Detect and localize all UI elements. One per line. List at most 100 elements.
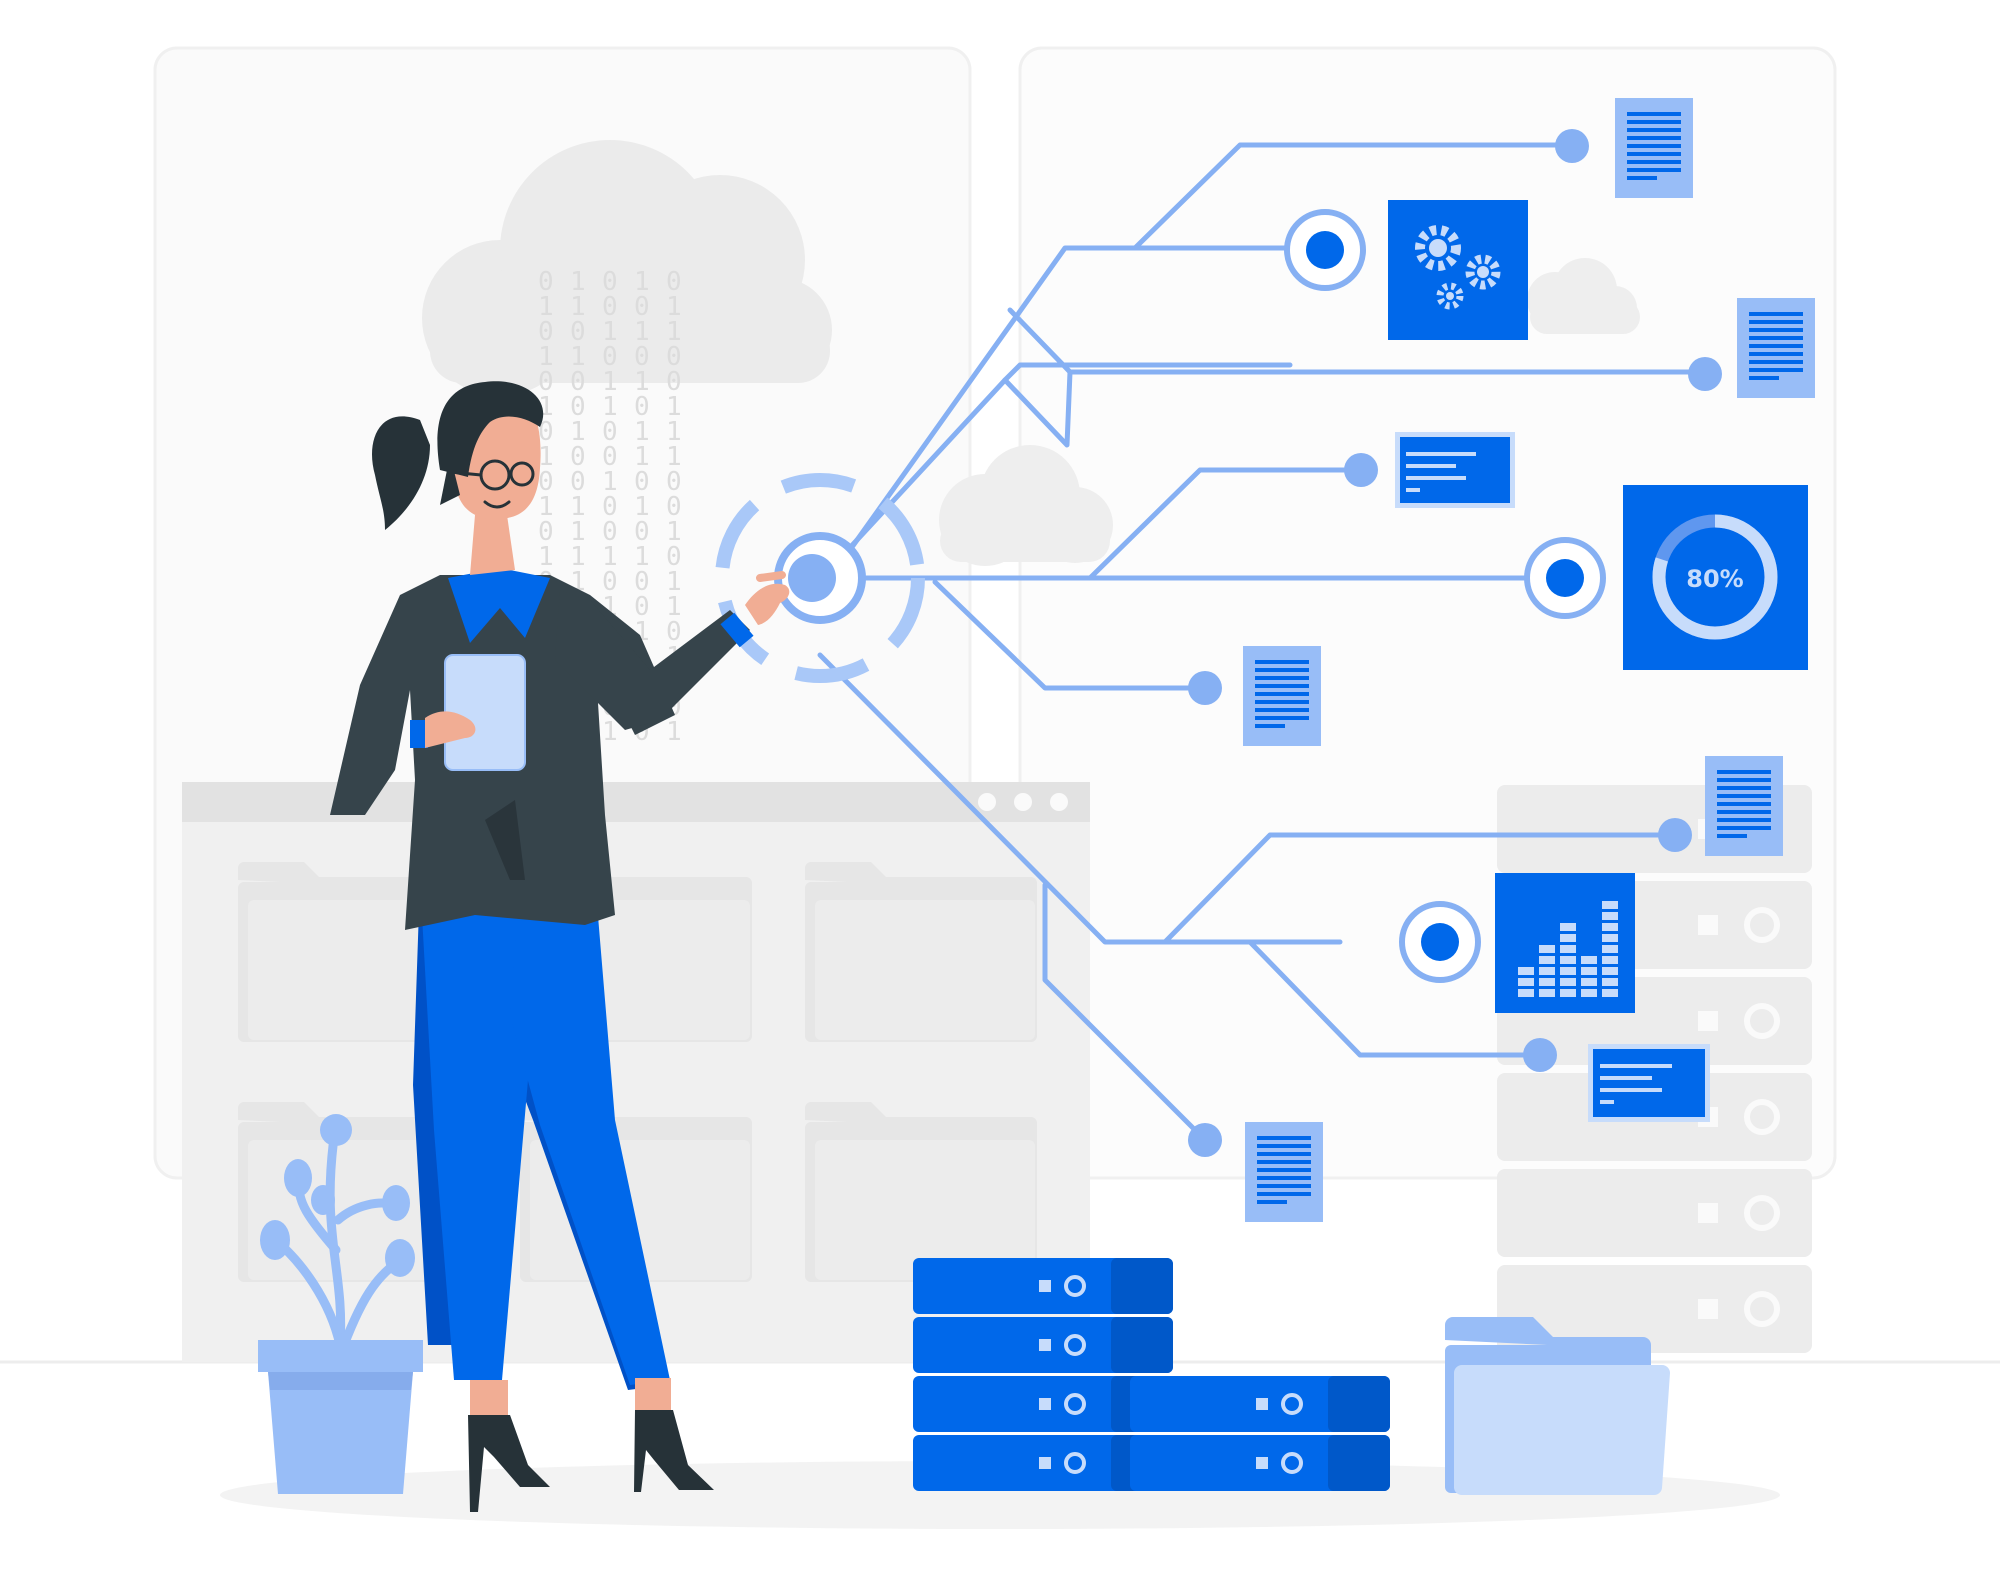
equalizer-segment (1518, 967, 1534, 975)
equalizer-segment (1581, 989, 1597, 997)
binary-digit: 1 (634, 542, 650, 572)
binary-digit: 1 (634, 492, 650, 522)
binary-digit: 1 (634, 317, 650, 347)
power-icon (1744, 1195, 1780, 1231)
ring-node-icon (1399, 901, 1481, 983)
binary-digit: 1 (538, 442, 554, 472)
led-icon (1698, 1203, 1718, 1223)
ring-node-icon (1284, 209, 1366, 291)
binary-digit: 1 (634, 367, 650, 397)
equalizer-segment (1602, 989, 1618, 997)
server-unit (1497, 1265, 1812, 1353)
power-icon (1744, 1099, 1780, 1135)
binary-digit: 0 (634, 392, 650, 422)
server-unit (913, 1317, 1173, 1373)
binary-digit: 0 (538, 517, 554, 547)
document-icon (1245, 1122, 1323, 1222)
binary-digit: 1 (666, 317, 682, 347)
equalizer-segment (1602, 923, 1618, 931)
equalizer-segment (1539, 978, 1555, 986)
progress-ring (1652, 514, 1778, 640)
led-icon (1039, 1280, 1051, 1292)
power-icon (1064, 1334, 1086, 1356)
binary-digit: 0 (666, 492, 682, 522)
power-icon (1281, 1393, 1303, 1415)
server-unit (1130, 1435, 1390, 1491)
binary-digit: 1 (602, 317, 618, 347)
binary-digit: 1 (538, 292, 554, 322)
binary-digit: 1 (602, 717, 618, 747)
gear-icon (1415, 225, 1461, 271)
folder-icon (1445, 1317, 1670, 1496)
binary-digit: 0 (666, 617, 682, 647)
node-dot-icon (1188, 1123, 1222, 1157)
binary-digit: 1 (602, 542, 618, 572)
equalizer-segment (1539, 989, 1555, 997)
gear-icon (1429, 239, 1447, 257)
binary-digit: 1 (570, 292, 586, 322)
binary-digit: 0 (666, 342, 682, 372)
binary-digit: 0 (538, 417, 554, 447)
bar-chart-panel (1495, 873, 1635, 1013)
binary-digit: 1 (602, 392, 618, 422)
binary-digit: 0 (570, 442, 586, 472)
binary-digit: 0 (666, 267, 682, 297)
woman-figure (330, 381, 790, 1512)
progress-label: 80% (1686, 565, 1743, 593)
power-icon (1281, 1452, 1303, 1474)
binary-digit: 1 (602, 467, 618, 497)
potted-plant (258, 1114, 423, 1494)
binary-digit: 0 (634, 292, 650, 322)
binary-digit: 1 (666, 442, 682, 472)
binary-digit: 0 (634, 517, 650, 547)
network-nodes (1188, 129, 1722, 1157)
window-dot-icon (1014, 793, 1032, 811)
cloud-icon (1527, 258, 1640, 334)
binary-digit: 1 (602, 367, 618, 397)
equalizer-segment (1539, 967, 1555, 975)
equalizer-segment (1518, 978, 1534, 986)
binary-digit: 1 (538, 492, 554, 522)
cloud-icon (939, 445, 1113, 566)
binary-digit: 0 (602, 267, 618, 297)
led-icon (1256, 1457, 1268, 1469)
server-unit (1130, 1376, 1390, 1432)
binary-digit: 1 (538, 342, 554, 372)
binary-digit: 0 (634, 567, 650, 597)
binary-digit: 1 (570, 417, 586, 447)
tablet-icon (444, 654, 526, 771)
power-icon (1064, 1275, 1086, 1297)
equalizer-segment (1518, 989, 1534, 997)
binary-digit: 0 (602, 567, 618, 597)
document-icon (1243, 646, 1321, 746)
led-icon (1698, 1011, 1718, 1031)
binary-digit: 1 (570, 267, 586, 297)
power-icon (1744, 1291, 1780, 1327)
equalizer-segment (1602, 945, 1618, 953)
binary-digit: 0 (602, 442, 618, 472)
equalizer-segment (1560, 967, 1576, 975)
binary-digit: 1 (570, 517, 586, 547)
equalizer-segment (1539, 956, 1555, 964)
document-icon (1737, 298, 1815, 398)
binary-digit: 0 (570, 367, 586, 397)
equalizer-segment (1560, 945, 1576, 953)
cloud-icon (422, 140, 832, 396)
server-unit (1497, 1169, 1812, 1257)
network-lines (817, 142, 1713, 1143)
equalizer-segment (1581, 967, 1597, 975)
folder-icon (805, 862, 1037, 1042)
binary-digit: 0 (634, 592, 650, 622)
equalizer-segment (1560, 956, 1576, 964)
document-icons (1243, 98, 1815, 1222)
binary-digit: 1 (666, 292, 682, 322)
binary-digit: 0 (538, 267, 554, 297)
folder-icon (805, 1102, 1037, 1282)
binary-digit: 0 (602, 342, 618, 372)
equalizer-segment (1560, 989, 1576, 997)
equalizer-segment (1539, 945, 1555, 953)
binary-digit: 0 (570, 317, 586, 347)
led-icon (1698, 915, 1718, 935)
binary-digit: 1 (666, 717, 682, 747)
